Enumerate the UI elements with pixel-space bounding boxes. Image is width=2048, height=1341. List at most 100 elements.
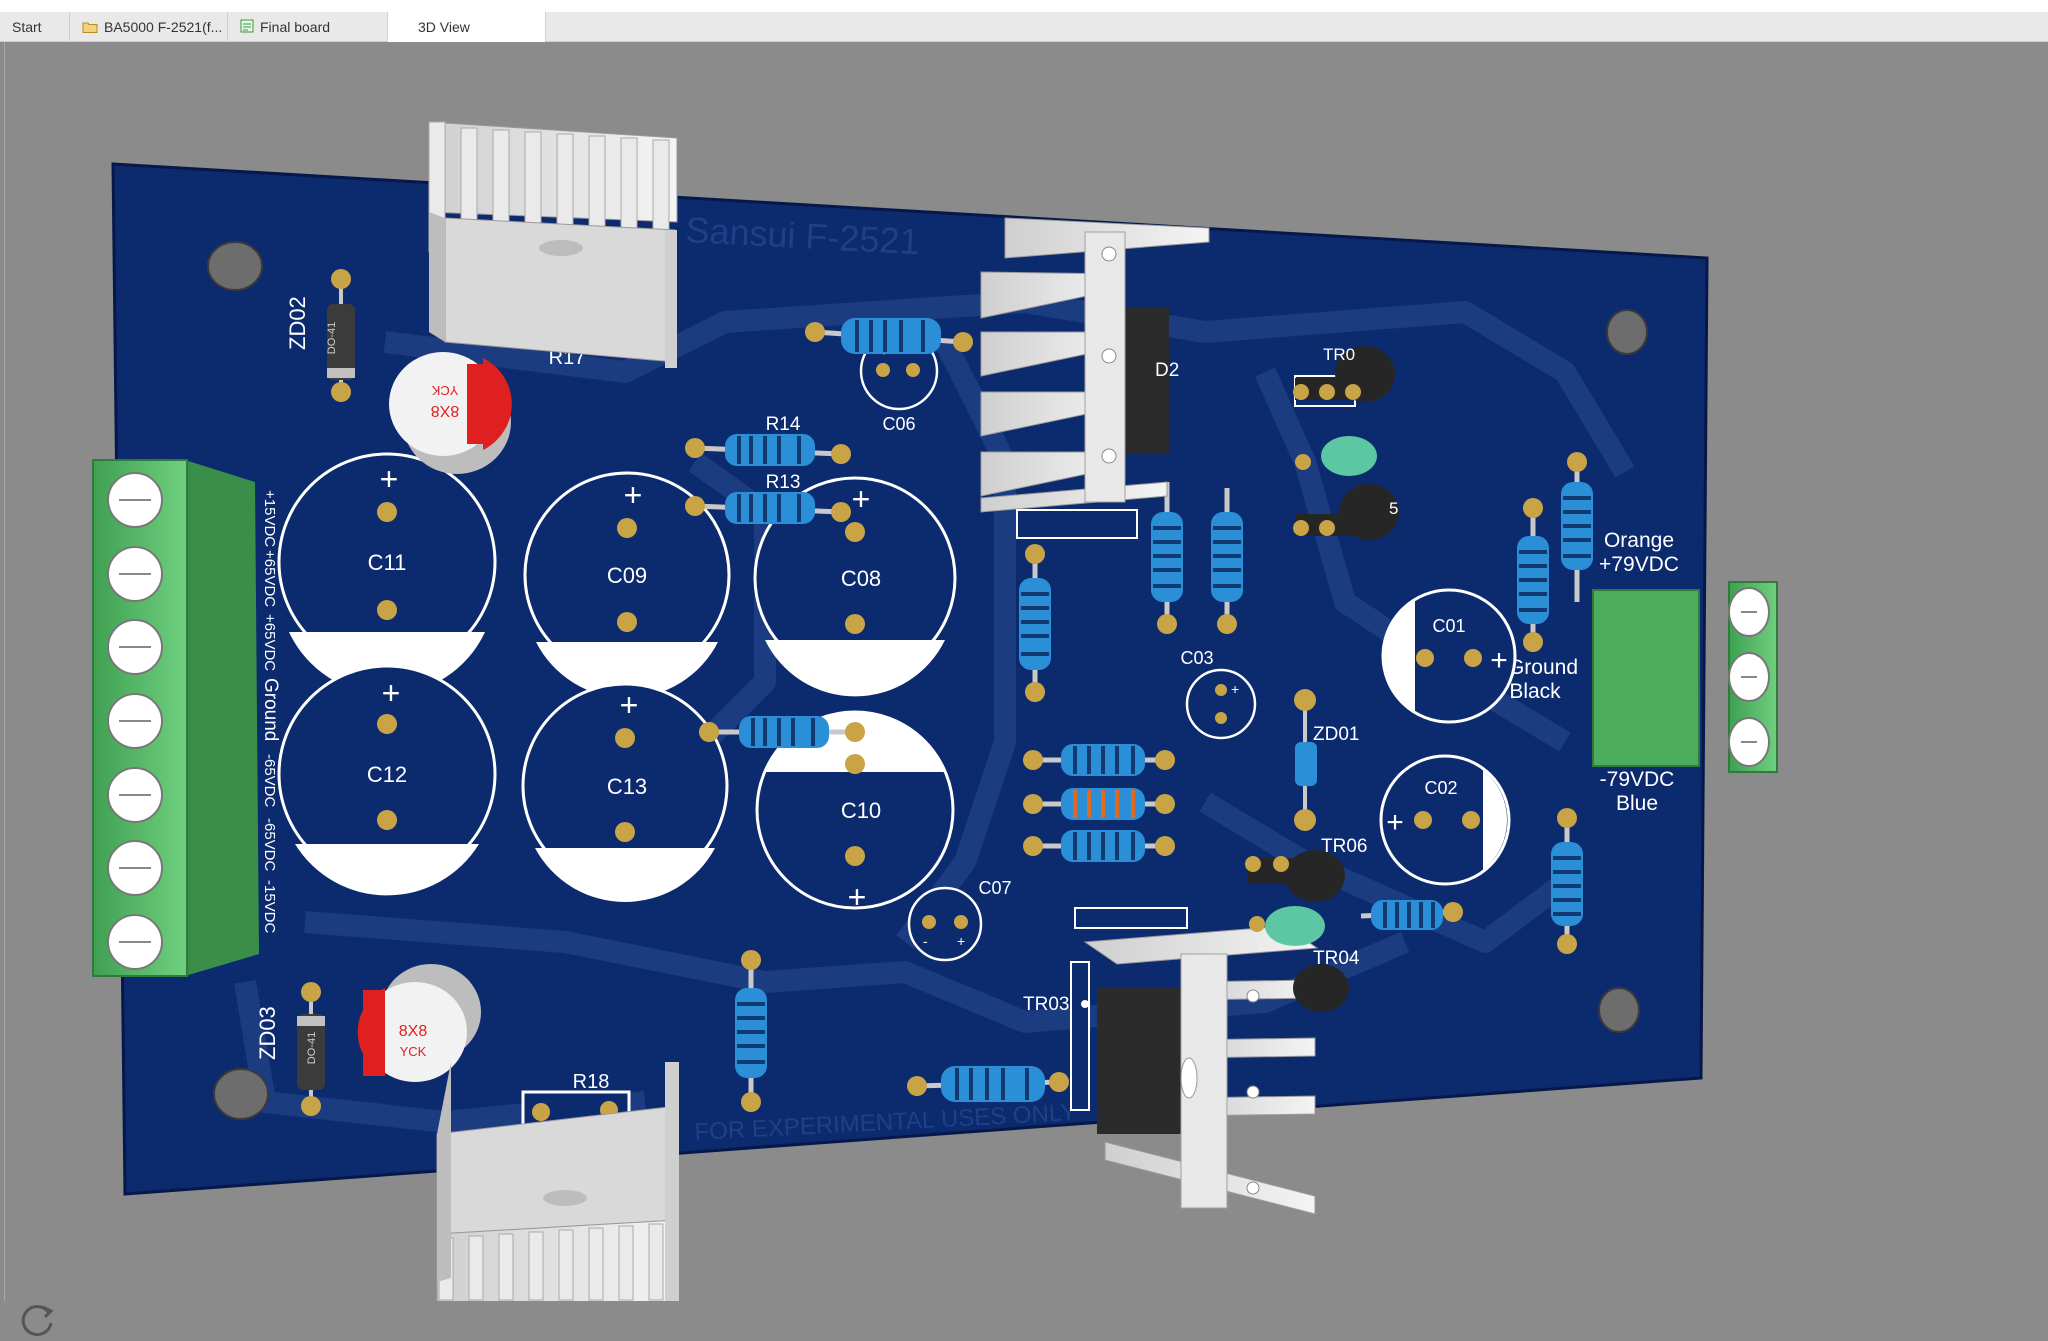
zener-zd01: ZD01 bbox=[1294, 689, 1359, 831]
svg-text:C06: C06 bbox=[882, 414, 915, 434]
heatsink-top-left bbox=[428, 121, 678, 368]
svg-text:+: + bbox=[382, 675, 401, 711]
transistor-tr06: TR06 bbox=[1245, 836, 1367, 902]
svg-text:TR0: TR0 bbox=[1323, 345, 1355, 364]
svg-text:TR06: TR06 bbox=[1321, 836, 1367, 857]
svg-text:Ground: Ground bbox=[260, 678, 281, 741]
capacitor-c03: C03 + bbox=[1180, 648, 1257, 740]
svg-text:+: + bbox=[1231, 681, 1239, 697]
svg-text:YCK: YCK bbox=[400, 1044, 427, 1059]
tab-label: 3D View bbox=[418, 19, 470, 35]
heatsink-bottom-left bbox=[436, 1062, 679, 1301]
transistors: TR0 5 TR06 TR04 bbox=[1245, 345, 1399, 1012]
svg-text:-: - bbox=[923, 933, 928, 949]
svg-text:+65VDC: +65VDC bbox=[261, 614, 278, 671]
resistor-tr04 bbox=[1360, 900, 1463, 930]
svg-text:+: + bbox=[620, 687, 639, 723]
tab-final-board[interactable]: Final board bbox=[228, 12, 388, 42]
svg-text:DO-41: DO-41 bbox=[326, 322, 338, 354]
mounting-holes bbox=[207, 241, 1648, 1120]
svg-text:C01: C01 bbox=[1432, 616, 1465, 636]
transistor-middle: 5 bbox=[1293, 484, 1399, 540]
svg-text:C09: C09 bbox=[607, 563, 647, 588]
tab-label: BA5000 F-2521(f... bbox=[104, 19, 223, 35]
folder-icon bbox=[82, 13, 98, 42]
svg-text:+15VDC: +15VDC bbox=[261, 490, 278, 547]
svg-text:+65VDC: +65VDC bbox=[261, 550, 278, 607]
svg-text:C02: C02 bbox=[1424, 778, 1457, 798]
title-strip bbox=[0, 0, 2048, 12]
left-terminal-block[interactable] bbox=[92, 459, 259, 977]
heatsink-top-center: D2 bbox=[980, 217, 1210, 539]
transistor-top: TR0 bbox=[1293, 345, 1395, 407]
svg-text:-15VDC: -15VDC bbox=[261, 880, 278, 934]
resistor-right-lower bbox=[1551, 808, 1583, 954]
capacitor-c10: C10 + bbox=[755, 710, 955, 915]
zener-zd02: DO-41 ZD02 bbox=[285, 269, 355, 402]
svg-text:C11: C11 bbox=[368, 550, 407, 575]
tab-label: Final board bbox=[260, 19, 331, 35]
svg-text:R18: R18 bbox=[573, 1071, 610, 1093]
capacitor-c07: C07 - + bbox=[907, 878, 1012, 962]
svg-text:+: + bbox=[848, 879, 867, 915]
capacitor-c09: C09 + bbox=[523, 471, 731, 698]
svg-text:C12: C12 bbox=[367, 762, 407, 787]
svg-text:C08: C08 bbox=[841, 566, 881, 591]
reset-view-icon[interactable] bbox=[15, 1297, 59, 1341]
right-terminal-block[interactable] bbox=[1592, 581, 1778, 773]
svg-text:TR04: TR04 bbox=[1313, 948, 1360, 969]
svg-text:5: 5 bbox=[1389, 499, 1398, 518]
svg-text:-65VDC: -65VDC bbox=[261, 754, 278, 808]
svg-text:C10: C10 bbox=[841, 798, 881, 823]
svg-text:DO-41: DO-41 bbox=[306, 1032, 318, 1064]
svg-text:C07: C07 bbox=[978, 878, 1011, 898]
resistor-vertical-bottom bbox=[735, 950, 767, 1112]
resistor-top-center bbox=[805, 318, 973, 354]
capacitor-c12: C12 + bbox=[277, 664, 497, 896]
tab-3d-view[interactable]: 3D View bbox=[388, 12, 546, 42]
ceramic-cap-green-bottom bbox=[1249, 906, 1325, 946]
svg-text:R14: R14 bbox=[766, 414, 801, 435]
resistor-vertical-center bbox=[1019, 544, 1051, 702]
tab-project[interactable]: BA5000 F-2521(f... bbox=[70, 12, 228, 42]
zener-zd03: DO-41 ZD03 bbox=[255, 982, 325, 1116]
left-connector-labels: +15VDC +65VDC +65VDC Ground -65VDC -65VD… bbox=[260, 490, 281, 934]
svg-text:Blue: Blue bbox=[1616, 792, 1658, 815]
svg-text:+: + bbox=[1490, 644, 1508, 677]
svg-text:+: + bbox=[1386, 806, 1404, 839]
svg-text:R13: R13 bbox=[766, 472, 801, 493]
svg-text:Ground: Ground bbox=[1508, 656, 1578, 679]
svg-text:8X8: 8X8 bbox=[431, 402, 460, 419]
3d-viewport[interactable]: Sansui F-2521 FOR EXPERIMENTAL USES ONLY… bbox=[4, 42, 2048, 1337]
capacitor-c13: C13 + bbox=[521, 682, 729, 902]
resistor-right-pair bbox=[1517, 452, 1593, 652]
resistor-pair-vertical bbox=[1151, 482, 1243, 634]
svg-text:Black: Black bbox=[1509, 680, 1561, 703]
resistor-bottom-horizontal bbox=[907, 1066, 1069, 1102]
smd-cap-bottom: 8X8 YCK bbox=[357, 964, 481, 1082]
resistor-r13: R13 bbox=[685, 472, 851, 524]
heatsink-bottom-center: TR03 bbox=[1023, 907, 1319, 1215]
svg-text:ZD01: ZD01 bbox=[1313, 724, 1359, 745]
svg-text:C03: C03 bbox=[1180, 648, 1213, 668]
resistor-stack bbox=[1023, 744, 1175, 862]
ceramic-cap-green-top bbox=[1295, 436, 1377, 476]
tab-label: Start bbox=[12, 19, 42, 35]
resistor-middle bbox=[699, 716, 865, 748]
right-connector-labels: Orange +79VDC Ground Black -79VDC Blue bbox=[1508, 529, 1679, 815]
transistor-tr04: TR04 bbox=[1293, 948, 1360, 1012]
svg-text:TR03: TR03 bbox=[1023, 994, 1069, 1015]
tab-start[interactable]: Start bbox=[0, 12, 70, 42]
svg-text:-65VDC: -65VDC bbox=[261, 818, 278, 872]
svg-text:-79VDC: -79VDC bbox=[1600, 768, 1675, 791]
svg-text:+: + bbox=[380, 461, 399, 497]
svg-text:Orange: Orange bbox=[1604, 529, 1674, 552]
large-capacitors: C11 + C09 + C08 + C12 + bbox=[277, 452, 1517, 915]
board-icon bbox=[240, 13, 254, 42]
capacitor-c01: C01 + bbox=[1381, 588, 1517, 724]
svg-text:ZD02: ZD02 bbox=[285, 296, 310, 350]
svg-text:+: + bbox=[624, 477, 643, 513]
svg-text:+: + bbox=[957, 933, 965, 949]
svg-text:+79VDC: +79VDC bbox=[1599, 553, 1679, 576]
zener-diodes: DO-41 ZD02 DO-41 ZD03 ZD01 bbox=[255, 269, 1359, 1116]
